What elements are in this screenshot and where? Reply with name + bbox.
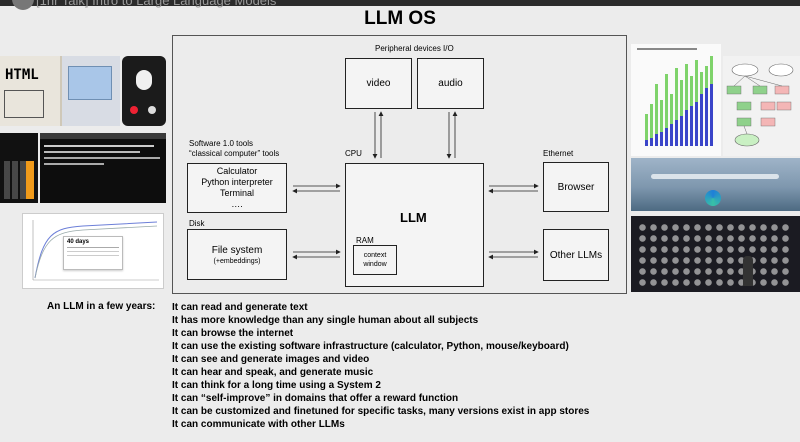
tools-calculator: Calculator xyxy=(216,166,258,176)
channel-avatar[interactable] xyxy=(12,0,34,10)
browser-logo-icon xyxy=(705,190,721,206)
list-item: It can use the existing software infrast… xyxy=(172,341,569,352)
growth-chart-screenshot: 40 days xyxy=(22,213,164,289)
video-box: video xyxy=(345,58,412,109)
ram-box-line1: context xyxy=(363,252,387,259)
calculator-photo xyxy=(0,133,38,203)
growth-curve-icon xyxy=(32,220,159,281)
summary-lead: An LLM in a few years: xyxy=(47,301,156,312)
bar-chart-screenshot xyxy=(631,44,721,156)
other-llms-box: Other LLMs xyxy=(543,229,609,281)
video-title[interactable]: [1hr Talk] Intro to Large Language Model… xyxy=(36,0,277,8)
summary-list: It can read and generate text It has mor… xyxy=(172,301,589,431)
tools-ellipsis: …. xyxy=(231,199,243,209)
app-store-screenshot xyxy=(631,216,800,292)
list-item: It can read and generate text xyxy=(172,302,308,313)
llm-label: LLM xyxy=(400,210,427,225)
tools-python: Python interpreter xyxy=(201,177,273,187)
software-tools-label-line2: “classical computer” tools xyxy=(189,149,280,158)
phone-recording-photo xyxy=(122,56,166,126)
chart-popup-title: 40 days xyxy=(67,239,90,245)
list-item: It has more knowledge than any single hu… xyxy=(172,315,479,326)
ethernet-label: Ethernet xyxy=(543,149,574,158)
audio-box: audio xyxy=(417,58,484,109)
list-item: It can “self-improve” in domains that of… xyxy=(172,393,459,404)
video-title-bar xyxy=(0,0,800,6)
software-tools-label: Software 1.0 tools “classical computer” … xyxy=(189,139,279,159)
list-item: It can see and generate images and video xyxy=(172,354,370,365)
cpu-label: CPU xyxy=(345,149,362,158)
tools-terminal: Terminal xyxy=(219,188,254,198)
tools-box: Calculator Python interpreter Terminal …… xyxy=(187,163,287,213)
ram-label: RAM xyxy=(356,236,374,245)
slide-title: LLM OS xyxy=(364,8,436,29)
list-item: It can think for a long time using a Sys… xyxy=(172,380,381,391)
list-item: It can hear and speak, and generate musi… xyxy=(172,367,374,378)
browser-box: Browser xyxy=(543,162,609,212)
disk-label: Disk xyxy=(189,219,205,228)
tree-of-thought-diagram xyxy=(723,56,800,156)
edge-browser-screenshot xyxy=(631,158,800,211)
list-item: It can be customized and finetuned for s… xyxy=(172,406,590,417)
terminal-screenshot xyxy=(40,133,166,203)
presenter-figure xyxy=(743,256,753,286)
ram-box-line2: window xyxy=(363,261,387,268)
file-system-title: File system xyxy=(211,244,263,256)
file-system-box: File system (+embeddings) xyxy=(187,229,287,280)
peripheral-devices-label: Peripheral devices I/O xyxy=(375,44,454,53)
context-window-box: context window xyxy=(353,245,397,275)
record-icon xyxy=(130,106,138,114)
html-sketch-photo: HTML xyxy=(0,56,120,126)
list-item: It can browse the internet xyxy=(172,328,294,339)
list-item: It can communicate with other LLMs xyxy=(172,419,345,430)
software-tools-label-line1: Software 1.0 tools xyxy=(189,139,254,148)
file-system-subtitle: (+embeddings) xyxy=(213,257,261,265)
html-sketch-text: HTML xyxy=(5,67,39,83)
